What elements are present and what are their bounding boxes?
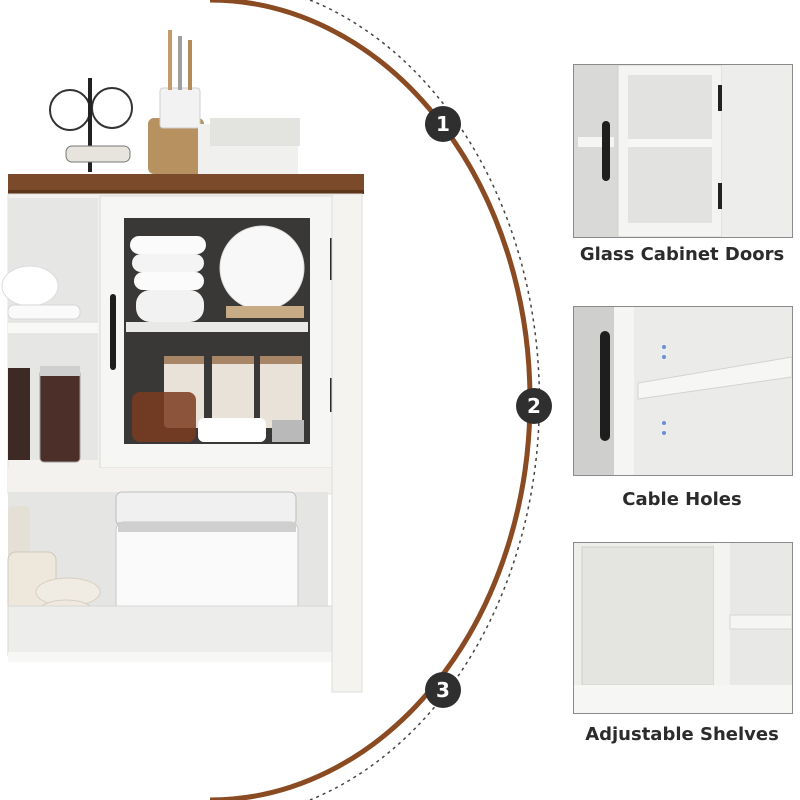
cable-holes-panel [573,306,793,476]
badge-1: 1 [425,106,461,142]
kitchen-sideboard [1,30,364,693]
wood-top [8,174,364,194]
adjustable-shelves-panel [573,542,793,714]
feature-label-cable-holes: Cable Holes [622,489,742,510]
feature-label-adjustable-shelves: Adjustable Shelves [585,724,779,745]
adjustable-shelves-closeup [574,543,792,713]
feature-label-glass-cabinet-doors: Glass Cabinet Doors [579,244,785,265]
glass-cabinet-doors-panel [573,64,793,238]
badge-3: 3 [425,672,461,708]
cable-holes-closeup [574,307,792,475]
woven-basket [148,118,204,174]
glass-door-closeup [574,65,792,237]
badge-2: 2 [516,388,552,424]
